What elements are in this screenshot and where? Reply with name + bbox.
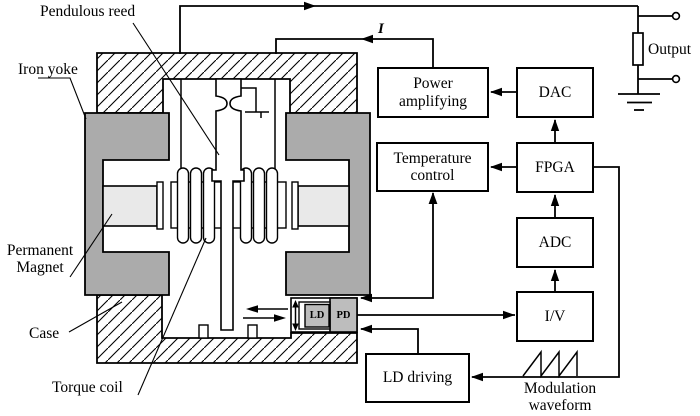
wire-fpga-to-dac <box>550 119 560 142</box>
wire-pd-to-iv <box>357 310 515 320</box>
vertical-double-arrow-icon <box>292 300 299 331</box>
block-fpga-label: FPGA <box>535 158 575 176</box>
label-case: Case <box>29 325 60 342</box>
optical-head <box>290 297 358 333</box>
label-current-i: I <box>378 21 384 37</box>
block-power-amplifying: Power amplifying <box>377 67 489 118</box>
label-output: Output <box>648 41 692 58</box>
resistor-icon <box>632 32 644 66</box>
wire-iv-to-adc <box>550 269 560 291</box>
block-iv-label: I/V <box>544 307 566 325</box>
wire-coil-to-output <box>179 1 638 54</box>
pendulous-reed-shape <box>211 78 245 331</box>
block-power-amplifying-label-1: Power <box>413 75 453 93</box>
label-modulation-waveform: Modulation waveform <box>503 380 617 414</box>
label-modulation-line1: Modulation <box>523 380 597 397</box>
block-ld-driving-label: LD driving <box>382 369 453 387</box>
pd-box <box>329 297 358 333</box>
label-iron-yoke: Iron yoke <box>18 61 78 78</box>
iron-yoke-left <box>84 112 170 296</box>
wire-fpga-to-tempcontrol <box>490 162 516 172</box>
label-permanent-magnet: Permanent Magnet <box>0 242 80 276</box>
block-power-amplifying-label-2: amplifying <box>398 92 468 110</box>
sawtooth-waveform-icon <box>522 349 578 379</box>
block-ld-driving: LD driving <box>365 353 470 403</box>
pole-piece-left <box>156 181 164 230</box>
reed-motion-arrows-icon <box>243 305 288 322</box>
iron-yoke-right <box>285 112 371 296</box>
label-permanent-magnet-line2: Magnet <box>16 259 64 277</box>
label-ld: LD <box>309 310 325 321</box>
block-temperature-control: Temperature control <box>376 142 489 192</box>
wire-tempcontrol-to-sensor <box>360 192 438 303</box>
leader-permanent-magnet <box>69 213 113 278</box>
label-permanent-magnet-line1: Permanent <box>6 242 74 259</box>
ground-icon <box>618 93 660 111</box>
case-base <box>96 294 358 364</box>
pole-piece-right <box>291 181 299 230</box>
wire-adc-to-fpga <box>550 194 560 217</box>
output-terminal-top <box>671 11 681 21</box>
leader-pendulous-reed <box>132 22 220 156</box>
wire-dac-to-poweramp <box>490 87 516 97</box>
block-fpga: FPGA <box>516 142 594 193</box>
label-torque-coil: Torque coil <box>52 379 123 396</box>
permanent-magnet-left <box>102 185 158 227</box>
permanent-magnet-right <box>297 185 350 227</box>
stop-post-right <box>247 324 258 339</box>
label-pendulous-reed: Pendulous reed <box>40 3 136 20</box>
wire-fpga-to-lddriving <box>471 166 620 382</box>
stop-post-left <box>198 324 209 339</box>
leader-torque-coil <box>137 237 207 396</box>
block-adc-label: ADC <box>538 233 572 251</box>
leader-lines <box>38 22 220 396</box>
block-temperature-control-label-1: Temperature <box>393 149 472 167</box>
sensor-electrode <box>241 87 269 118</box>
block-dac-label: DAC <box>538 83 572 101</box>
ld-box <box>304 303 330 328</box>
label-pd: PD <box>336 309 351 321</box>
block-iv: I/V <box>516 291 594 342</box>
block-temperature-control-label-2: control <box>410 167 455 184</box>
wire-lddriving-to-ld <box>360 324 419 353</box>
output-network <box>618 6 681 111</box>
leader-case <box>68 301 123 333</box>
label-modulation-line2: waveform <box>528 397 592 415</box>
block-dac: DAC <box>516 67 594 118</box>
block-adc: ADC <box>516 217 594 268</box>
leader-iron-yoke <box>38 77 87 120</box>
wire-current-to-coil <box>275 34 434 67</box>
output-terminal-bottom <box>671 74 681 84</box>
